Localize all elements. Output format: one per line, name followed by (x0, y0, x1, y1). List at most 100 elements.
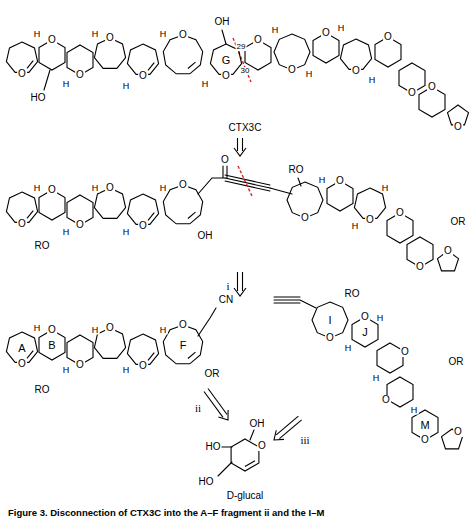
atom-label: O (105, 33, 115, 43)
hydrogen-label: H (159, 326, 168, 335)
hydrogen-label: H (91, 30, 100, 39)
atom-label: O (427, 82, 437, 92)
atom-label: O (17, 359, 27, 369)
retro-arrow-head (234, 288, 246, 296)
retro-arrow (279, 420, 301, 439)
atom-label: O (138, 221, 148, 231)
hydrogen-label: H (62, 80, 71, 89)
atom-label: O (221, 71, 231, 81)
atom-label: O (365, 215, 375, 225)
atom-label: O (105, 183, 115, 193)
disconnection-mark (238, 166, 252, 196)
hydrogen-label: H (122, 82, 131, 91)
atom-label: OH (197, 231, 214, 241)
atom-label: O (381, 395, 391, 405)
hydrogen-label: H (344, 344, 353, 353)
atom-label: O (178, 320, 188, 330)
double-bond (148, 213, 154, 221)
atom-label: O (407, 88, 417, 98)
compound-name: D-glucal (226, 491, 265, 501)
ring (354, 188, 385, 218)
retro-arrow (208, 389, 227, 415)
atom-label: O (287, 65, 297, 75)
ring (377, 343, 403, 373)
atom-label: HO (205, 442, 222, 452)
ring-letter: B (47, 340, 56, 351)
bond (198, 308, 216, 336)
alkyne (274, 297, 316, 308)
atom-label: O (383, 32, 393, 42)
ring-letter: G (221, 55, 232, 66)
double-bond (188, 62, 196, 68)
hydrogen-label: H (122, 366, 131, 375)
ring-letter: J (361, 327, 369, 338)
atom-label: O (178, 30, 188, 40)
retro-arrow-head (234, 148, 246, 156)
atom-label: O (453, 427, 463, 437)
atom-label: OH (214, 17, 231, 27)
atom-label: CN (218, 295, 234, 305)
atom-label: O (253, 35, 263, 45)
atom-label: OR (450, 217, 467, 227)
atom-label: O (420, 435, 430, 445)
hydrogen-label: H (351, 222, 360, 231)
disconnection-mark (233, 38, 251, 82)
compound-name: CTX3C (228, 123, 263, 133)
hydrogen-label: H (318, 176, 327, 185)
retro-arrow (242, 138, 243, 151)
hydrogen-label: H (271, 26, 280, 35)
ring-letter: M (419, 420, 430, 431)
atom-label: O (453, 122, 463, 132)
ring (127, 334, 158, 364)
atom-label: O (178, 180, 188, 190)
atom-label: OH (249, 419, 266, 429)
atom-label: RO (34, 241, 51, 251)
hydrogen-label: H (372, 374, 381, 383)
ring (6, 42, 37, 72)
atom-label: O (360, 312, 370, 322)
atom-label: RO (34, 385, 51, 395)
atom-label: O (300, 213, 310, 223)
double-bond (27, 61, 33, 69)
atom-label: O (47, 185, 57, 195)
hydrogen-label: H (33, 324, 42, 333)
double-bond (148, 63, 154, 71)
atom-label: O (400, 347, 410, 357)
bond (44, 30, 226, 90)
atom-label: O (75, 220, 85, 230)
atom-label: O (395, 208, 405, 218)
double-bond (188, 212, 196, 218)
atom-label: O (17, 69, 27, 79)
atom-label: O (325, 333, 335, 343)
double-bond (27, 211, 33, 219)
double-bond (245, 461, 255, 467)
atom-label: OR (204, 369, 221, 379)
hydrogen-label: H (305, 70, 314, 79)
ring-letter: F (179, 340, 188, 351)
hydrogen-label: H (381, 184, 390, 193)
atom-label: O (138, 361, 148, 371)
atom-label: O (443, 246, 453, 256)
hydrogen-label: H (201, 80, 210, 89)
atom-label: O (17, 219, 27, 229)
retro-arrow-head (274, 430, 284, 440)
hydrogen-label: H (122, 228, 131, 237)
atom-label: O (335, 176, 345, 186)
ring (127, 44, 158, 74)
atom-label: RO (344, 289, 361, 299)
ring (340, 39, 371, 69)
atom-number: 29 (236, 43, 247, 51)
atom-label: OR (448, 357, 465, 367)
hydrogen-label: H (91, 326, 100, 335)
alkyne (225, 175, 270, 191)
hydrogen-label: H (91, 184, 100, 193)
atom-label: O (75, 70, 85, 80)
atom-number: 30 (240, 67, 251, 75)
hydrogen-label: H (376, 314, 385, 323)
atom-label: O (75, 360, 85, 370)
atom-label: O (415, 262, 425, 272)
hydrogen-label: H (62, 228, 71, 237)
ring (163, 35, 202, 74)
